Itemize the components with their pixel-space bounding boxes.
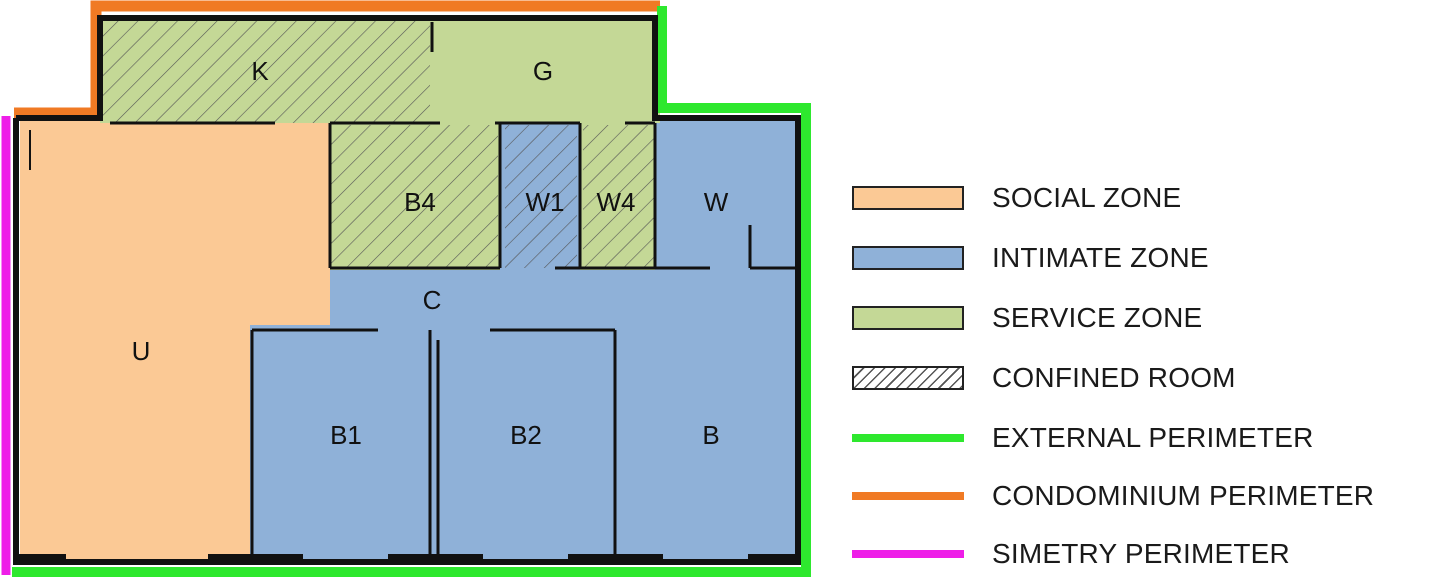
legend-label: SIMETRY PERIMETER xyxy=(992,538,1290,569)
legend-label: CONFINED ROOM xyxy=(992,362,1236,393)
room-label-g: G xyxy=(533,56,553,86)
legend-item-intimate-zone: INTIMATE ZONE xyxy=(852,238,1447,278)
condominium-perimeter-swatch xyxy=(852,492,964,500)
hatch-w1 xyxy=(505,125,577,268)
window-marks xyxy=(16,554,798,564)
social-zone-swatch xyxy=(852,186,964,210)
room-label-w1: W1 xyxy=(526,187,565,217)
hatch-b4 xyxy=(330,125,498,268)
room-labels: K G B4 W1 W4 W C U B1 B2 B xyxy=(132,56,729,450)
room-label-w4: W4 xyxy=(597,187,636,217)
window-mark xyxy=(208,554,303,564)
window-mark xyxy=(16,554,66,564)
room-label-u: U xyxy=(132,336,151,366)
legend-item-condominium-perimeter: CONDOMINIUM PERIMETER xyxy=(852,476,1447,516)
intimate-zone-area xyxy=(330,270,798,560)
legend-item-simetry-perimeter: SIMETRY PERIMETER xyxy=(852,534,1447,574)
room-label-k: K xyxy=(251,56,269,86)
hatch-w4 xyxy=(583,125,655,268)
perimeters xyxy=(1,0,811,577)
legend-label: SOCIAL ZONE xyxy=(992,182,1182,213)
intimate-zone-swatch xyxy=(852,246,964,270)
service-zone-swatch xyxy=(852,306,964,330)
condominium-perimeter-line xyxy=(14,0,660,119)
intimate-zone-area-bedroom1 xyxy=(250,325,332,560)
window-mark xyxy=(388,554,483,564)
legend-item-social-zone: SOCIAL ZONE xyxy=(852,178,1447,218)
confined-room-swatch xyxy=(852,366,964,390)
room-label-w: W xyxy=(704,187,729,217)
window-mark xyxy=(748,554,798,564)
room-label-c: C xyxy=(423,285,442,315)
external-perimeter-line xyxy=(12,6,811,577)
hatch-k xyxy=(100,15,430,123)
external-perimeter-swatch xyxy=(852,434,964,442)
room-label-b: B xyxy=(702,420,719,450)
legend-item-external-perimeter: EXTERNAL PERIMETER xyxy=(852,418,1447,458)
window-mark xyxy=(568,554,663,564)
confined-room-hatching xyxy=(100,15,655,268)
floor-plan: K G B4 W1 W4 W C U B1 B2 B xyxy=(1,0,811,577)
legend-item-confined-room: CONFINED ROOM xyxy=(852,358,1447,398)
legend-label: CONDOMINIUM PERIMETER xyxy=(992,480,1375,511)
legend-label: SERVICE ZONE xyxy=(992,302,1203,333)
room-label-b2: B2 xyxy=(510,420,542,450)
simetry-perimeter-swatch xyxy=(852,550,964,558)
legend-label: EXTERNAL PERIMETER xyxy=(992,422,1314,453)
legend-item-service-zone: SERVICE ZONE xyxy=(852,298,1447,338)
room-label-b1: B1 xyxy=(330,420,362,450)
room-label-b4: B4 xyxy=(404,187,436,217)
legend-label: INTIMATE ZONE xyxy=(992,242,1209,273)
